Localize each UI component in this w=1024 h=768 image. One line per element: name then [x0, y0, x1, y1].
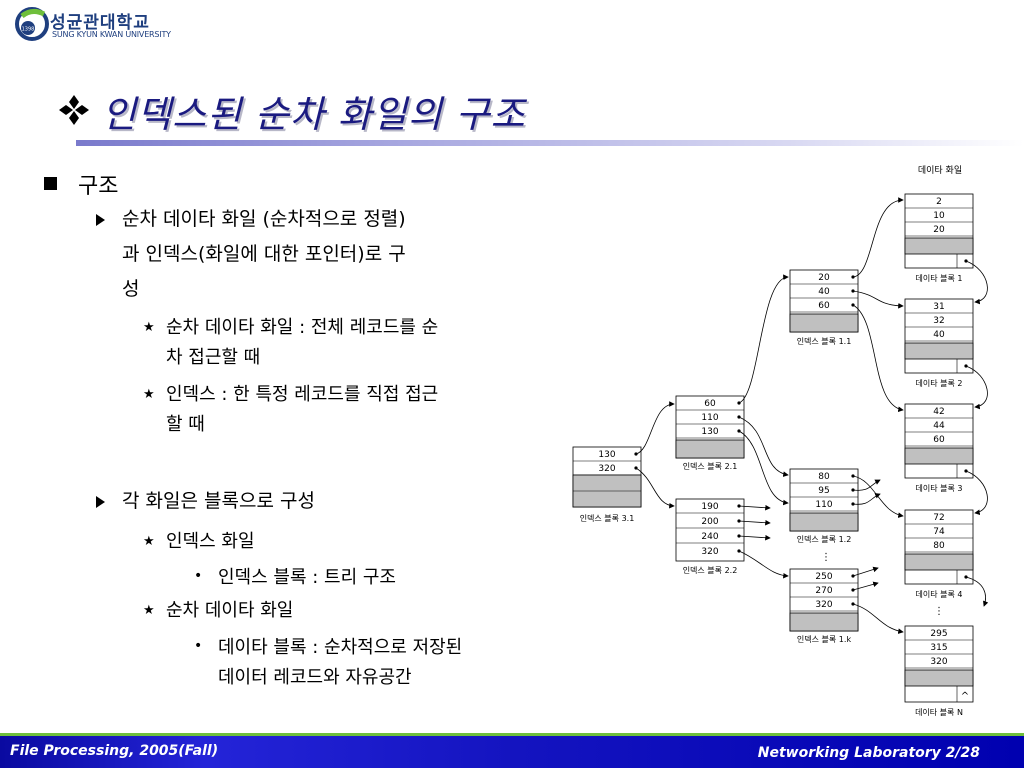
index-2-2-key: 240: [701, 532, 718, 542]
footer-course: File Processing, 2005(Fall): [10, 743, 219, 759]
star-bullet-icon: ★: [143, 534, 155, 549]
footer-accent-line: [0, 733, 1024, 736]
index-block-2-1-label: 인덱스 블록 2.1: [683, 461, 738, 471]
outline-level1: 구조: [78, 174, 119, 199]
data-3-record: 60: [933, 435, 945, 445]
indexed-sequential-diagram: 데이타 화일 130 320 인덱스 블록 3.1 60 110 130 인덱스…: [572, 165, 989, 717]
index-2-2-key: 200: [701, 517, 718, 527]
index-1-2-key: 110: [815, 500, 832, 510]
index-block-2-1: 60 110 130 인덱스 블록 2.1: [675, 395, 745, 471]
university-logo: 1398 성균관대학교 SUNG KYUN KWAN UNIVERSITY: [14, 6, 184, 46]
title-divider: [76, 140, 1024, 146]
outline-b1a-line2: 차 접근할 때: [166, 347, 261, 368]
index-3-1-key: 130: [598, 450, 615, 460]
star-bullet-icon: ★: [143, 387, 155, 402]
data-1-record: 2: [936, 197, 942, 207]
data-block-3: 42 44 60 데이타 블록 3: [904, 403, 974, 493]
index-1-k-key: 270: [815, 586, 832, 596]
data-block-1: 2 10 20 데이타 블록 1: [904, 193, 974, 283]
data-4-record: 74: [933, 527, 945, 537]
triangle-bullet-icon: [96, 214, 105, 226]
data-n-record: 295: [930, 629, 947, 639]
logo-korean-name: 성균관대학교: [50, 13, 150, 33]
emblem-year: 1398: [22, 27, 35, 33]
star-bullet-icon: ★: [143, 320, 155, 335]
data-4-record: 80: [933, 541, 945, 551]
index-block-1-2: 80 95 110 인덱스 블록 1.2: [789, 468, 859, 544]
footer-bar: [0, 733, 1024, 768]
footer-page-info: Networking Laboratory 2/28: [757, 745, 980, 761]
index-block-1-1: 20 40 60 인덱스 블록 1.1: [789, 269, 859, 346]
index-block-3-1: 130 320 인덱스 블록 3.1: [572, 446, 642, 523]
diamond-bullet-icon: [59, 95, 89, 125]
outline-b1-line2: 과 인덱스(화일에 대한 포인터)로 구: [122, 243, 406, 265]
logo-english-name: SUNG KYUN KWAN UNIVERSITY: [52, 30, 171, 39]
index-1-1-key: 60: [818, 301, 830, 311]
index-block-1-k: 250 270 320 인덱스 블록 1.k: [789, 568, 859, 644]
star-bullet-icon: ★: [143, 603, 155, 618]
data-3-record: 44: [933, 421, 945, 431]
index-1-1-key: 40: [818, 287, 830, 297]
index-block-2-2-label: 인덱스 블록 2.2: [683, 565, 738, 575]
index-2-2-key: 320: [701, 547, 718, 557]
outline-b1b-line1: 인덱스 : 한 특정 레코드를 직접 접근: [166, 384, 439, 405]
ellipsis-mark: ⋮: [821, 552, 831, 563]
data-2-record: 32: [933, 316, 944, 326]
outline-b1b-line2: 할 때: [166, 414, 205, 435]
index-2-1-key: 110: [701, 413, 718, 423]
data-block-2: 31 32 40 데이타 블록 2: [904, 298, 974, 388]
data-1-record: 10: [933, 211, 945, 221]
outline-b2: 각 화일은 블록으로 구성: [122, 490, 315, 512]
null-pointer-mark: ^: [961, 691, 969, 702]
outline-b1-line3: 성: [122, 278, 140, 300]
university-emblem-icon: 1398: [15, 7, 49, 41]
pointer-arrows: [635, 197, 989, 634]
index-1-2-key: 95: [818, 486, 829, 496]
index-2-1-key: 130: [701, 427, 718, 437]
data-block-3-label: 데이타 블록 3: [916, 483, 963, 493]
dot-bullet-icon: •: [194, 568, 203, 584]
index-block-2-2: 190 200 240 320 인덱스 블록 2.2: [675, 498, 745, 575]
data-n-record: 320: [930, 657, 947, 667]
data-n-record: 315: [930, 643, 947, 653]
data-block-4-label: 데이타 블록 4: [916, 589, 963, 599]
dot-bullet-icon: •: [194, 638, 203, 654]
index-block-1-1-label: 인덱스 블록 1.1: [797, 336, 852, 346]
ellipsis-mark: ⋮: [934, 606, 944, 617]
data-block-n-label: 데이타 블록 N: [915, 707, 963, 717]
index-block-3-1-label: 인덱스 블록 3.1: [580, 513, 635, 523]
outline-b2b1-line2: 데이터 레코드와 자유공간: [218, 667, 412, 688]
data-block-4: 72 74 80 데이타 블록 4: [904, 509, 974, 599]
index-block-1-2-label: 인덱스 블록 1.2: [797, 534, 852, 544]
outline-b1a-line1: 순차 데이타 화일 : 전체 레코드를 순: [166, 317, 439, 338]
data-block-1-label: 데이타 블록 1: [916, 273, 963, 283]
outline-b2b: 순차 데이타 화일: [166, 600, 294, 621]
index-2-1-key: 60: [704, 399, 716, 409]
outline-b1-line1: 순차 데이타 화일 (순차적으로 정렬): [122, 208, 406, 230]
data-2-record: 40: [933, 330, 945, 340]
data-block-2-label: 데이타 블록 2: [916, 378, 963, 388]
index-1-k-key: 320: [815, 600, 832, 610]
index-1-1-key: 20: [818, 273, 830, 283]
data-block-n: 295 315 320 ^ 데이타 블록 N: [904, 625, 974, 717]
index-block-1-k-label: 인덱스 블록 1.k: [797, 634, 852, 644]
data-2-record: 31: [933, 302, 944, 312]
index-2-2-key: 190: [701, 502, 718, 512]
outline-b2a: 인덱스 화일: [166, 531, 255, 552]
data-file-label: 데이타 화일: [918, 165, 962, 176]
data-1-record: 20: [933, 225, 945, 235]
data-4-record: 72: [933, 513, 944, 523]
index-1-2-key: 80: [818, 472, 830, 482]
outline-b2a1: 인덱스 블록 : 트리 구조: [218, 567, 396, 588]
index-1-k-key: 250: [815, 572, 832, 582]
square-bullet-icon: [44, 177, 57, 190]
data-3-record: 42: [933, 407, 944, 417]
slide-title: 인덱스된 순차 화일의 구조: [102, 93, 526, 136]
outline-b2b1-line1: 데이타 블록 : 순차적으로 저장된: [218, 637, 463, 658]
index-3-1-key: 320: [598, 464, 615, 474]
triangle-bullet-icon: [96, 496, 105, 508]
